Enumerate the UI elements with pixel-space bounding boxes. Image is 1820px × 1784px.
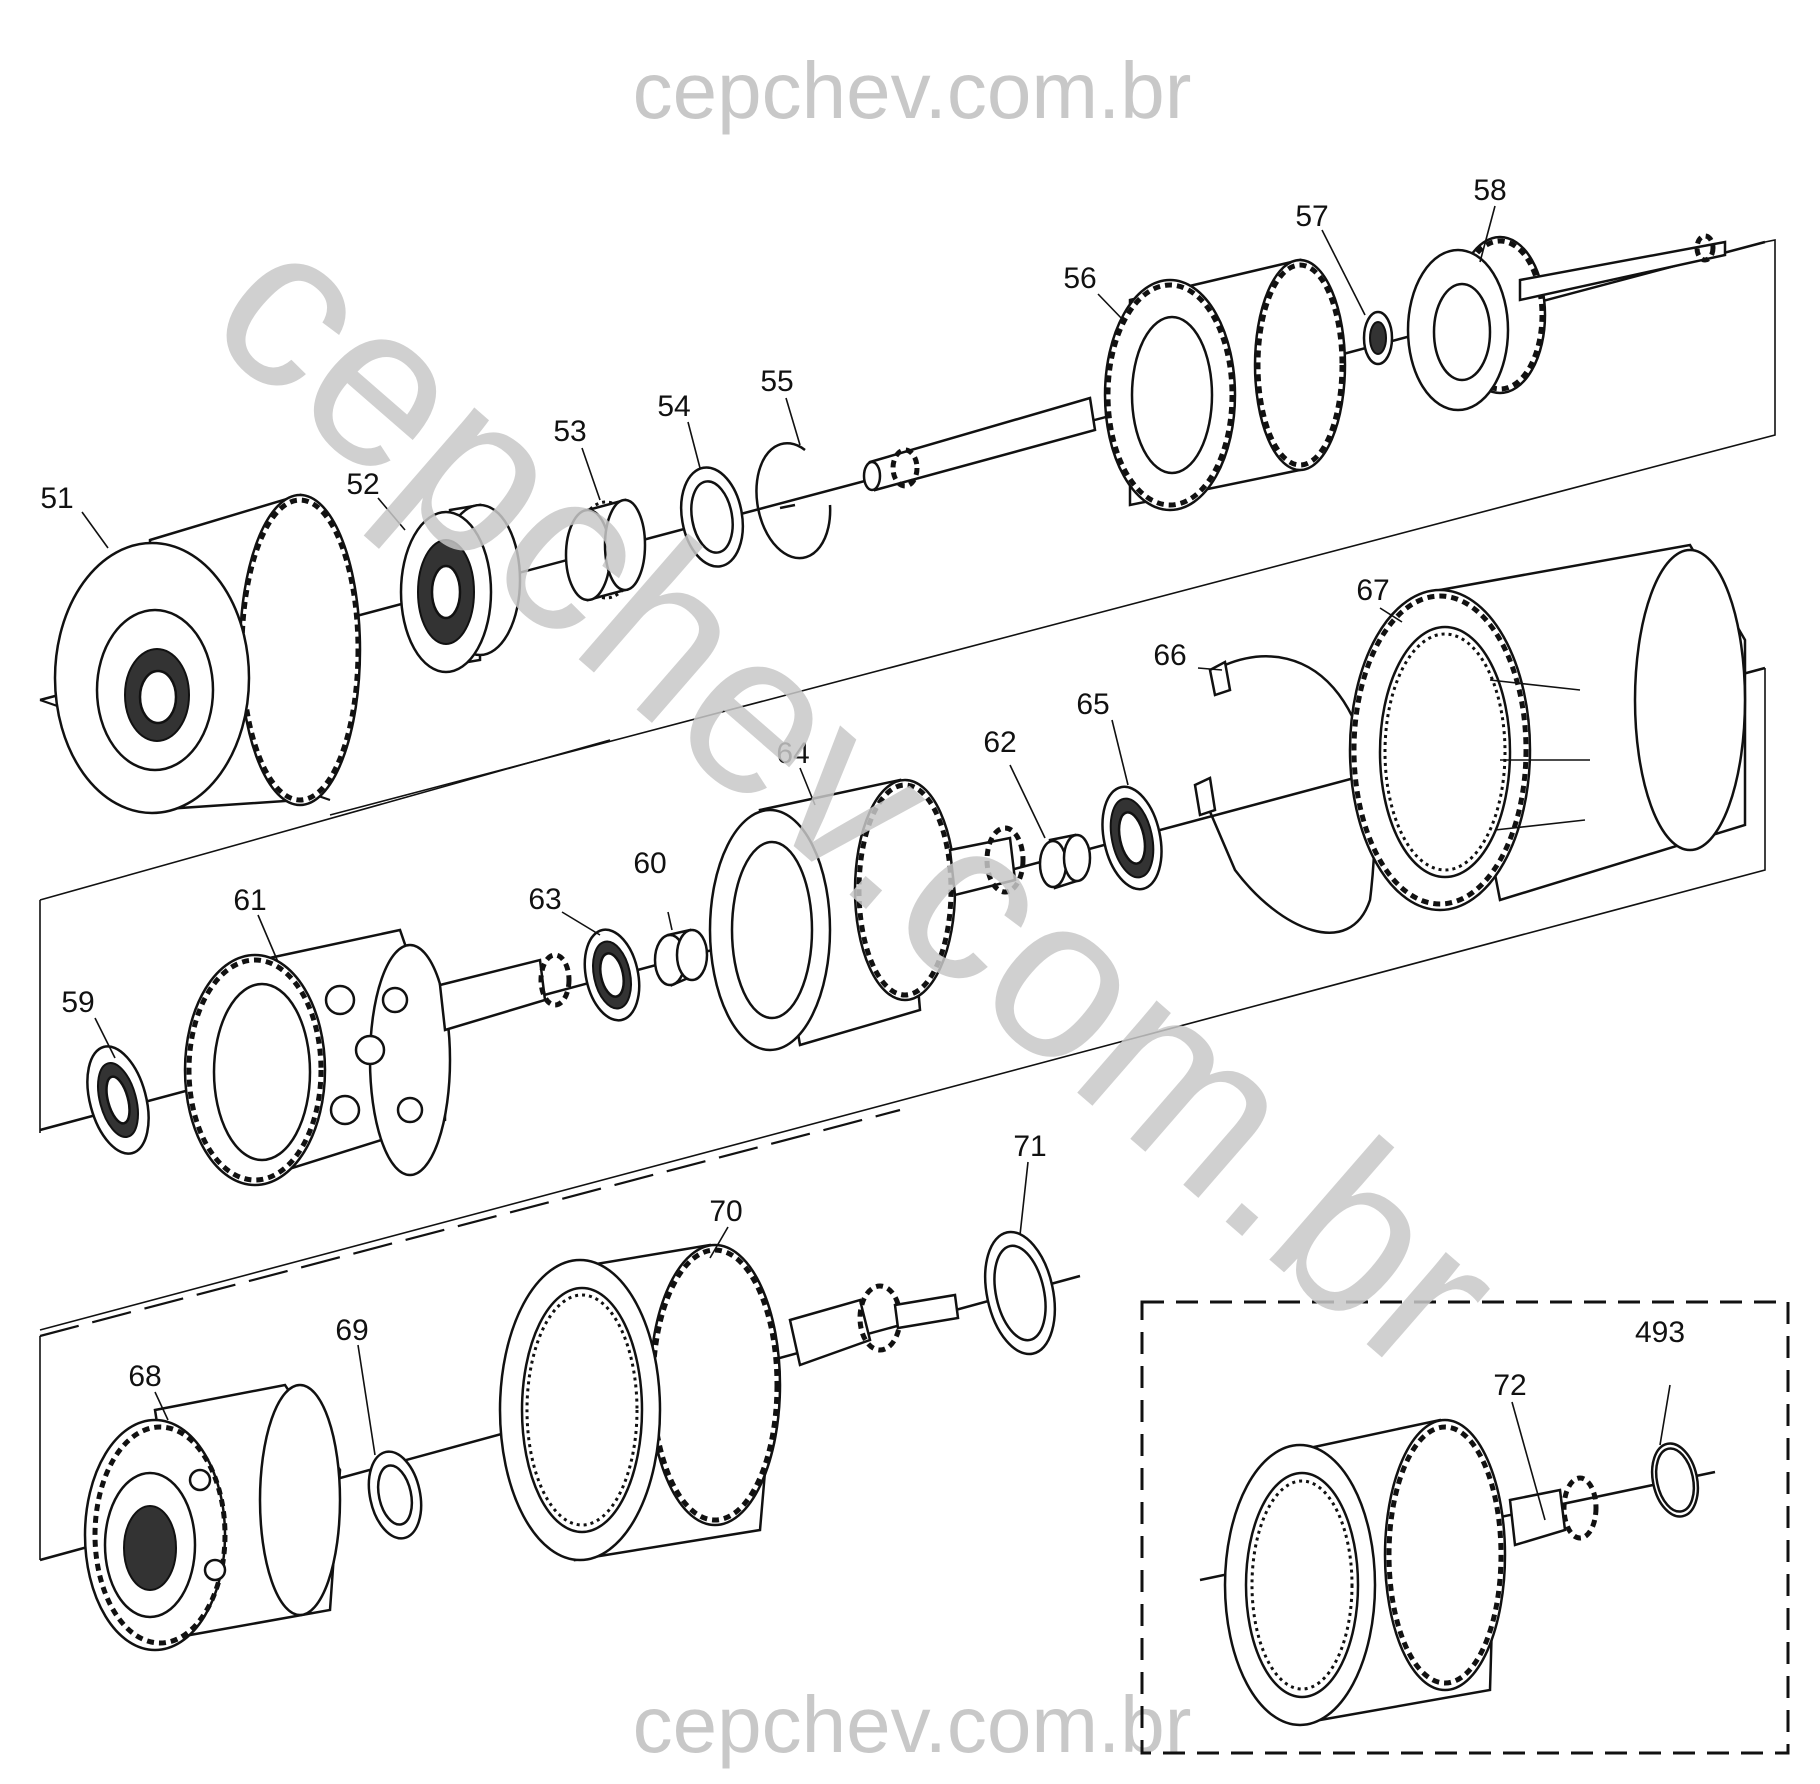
- part-69-thrust-washer: [367, 1450, 423, 1540]
- callout-56: 56: [1063, 262, 1096, 295]
- callout-493: 493: [1635, 1316, 1685, 1349]
- part-72-ring-gear: [1223, 1418, 1599, 1727]
- part-63-thrust-washer: [583, 928, 641, 1022]
- part-65-seal: [1101, 785, 1163, 891]
- inset-box: [1140, 1300, 1790, 1755]
- callout-53: 53: [553, 415, 586, 448]
- callout-63: 63: [528, 883, 561, 916]
- part-71-seal: [983, 1230, 1057, 1356]
- callout-57: 57: [1295, 200, 1328, 233]
- callout-59: 59: [61, 986, 94, 1019]
- part-59-thrust-bearing: [86, 1045, 150, 1155]
- leader-lines: [81, 205, 1671, 1521]
- part-55-snap-ring: [755, 442, 832, 560]
- callout-67: 67: [1356, 574, 1389, 607]
- part-70-ring-gear: [498, 1243, 960, 1562]
- part-54-thrust-washer: [679, 466, 745, 568]
- callout-51: 51: [40, 482, 73, 515]
- row1-bracket: [329, 239, 1776, 816]
- callout-60: 60: [633, 847, 666, 880]
- callout-65: 65: [1076, 688, 1109, 721]
- part-64-clutch-drum: [708, 778, 1026, 1052]
- callout-61: 61: [233, 884, 266, 917]
- part-52-planetary-carrier: [399, 503, 522, 674]
- part-493-o-ring: [1650, 1442, 1700, 1518]
- callout-52: 52: [346, 468, 379, 501]
- callout-68: 68: [128, 1360, 161, 1393]
- callout-55: 55: [760, 365, 793, 398]
- callout-70: 70: [709, 1195, 742, 1228]
- part-68-planetary-carrier: [83, 1383, 342, 1652]
- part-62-bushing: [1038, 833, 1092, 890]
- callout-71: 71: [1013, 1130, 1046, 1163]
- callout-62: 62: [983, 726, 1016, 759]
- watermark-top: cepchev.com.br: [633, 46, 1192, 135]
- part-51-clutch-housing: [53, 493, 362, 815]
- part-66-snap-ring: [1193, 655, 1376, 934]
- part-58-gear: [1406, 233, 1727, 412]
- part-56-input-shaft-hub: [862, 258, 1347, 512]
- callout-64: 64: [776, 737, 809, 770]
- callout-54: 54: [657, 390, 690, 423]
- callout-72: 72: [1493, 1369, 1526, 1402]
- part-53-sun-gear: [564, 498, 647, 602]
- part-60-bushing: [653, 928, 709, 987]
- callout-69: 69: [335, 1314, 368, 1347]
- part-67-transmission-case: [1348, 543, 1747, 912]
- callout-58: 58: [1473, 174, 1506, 207]
- callout-labels: 51 52 53 54 55 56 57 58 59 60 61 62 63 6…: [40, 174, 1685, 1402]
- watermark-bottom: cepchev.com.br: [633, 1680, 1192, 1769]
- callout-66: 66: [1153, 639, 1186, 672]
- part-61-clutch-drum: [183, 928, 572, 1187]
- part-57-thrust-bearing: [1362, 310, 1394, 366]
